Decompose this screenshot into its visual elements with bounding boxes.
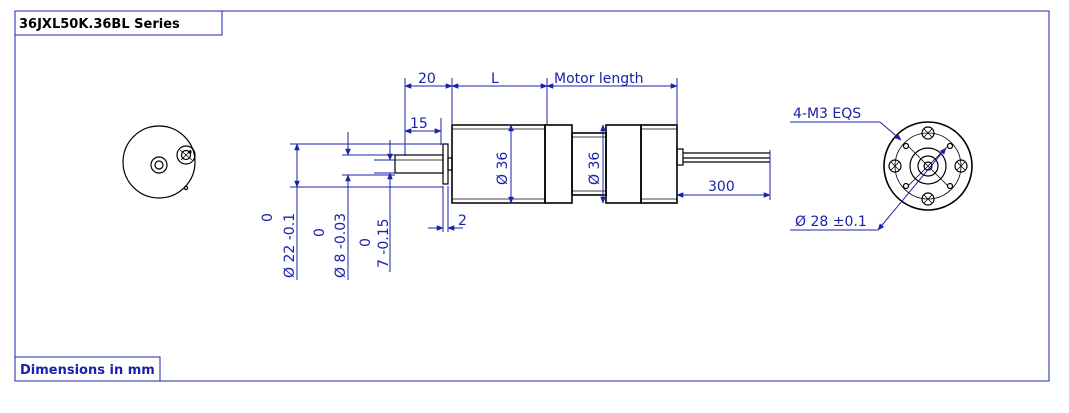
units-note: Dimensions in mm — [20, 363, 155, 378]
left-end-view — [122, 125, 196, 199]
right-end-view — [883, 121, 973, 211]
side-view-dimensions: 20 L Motor length 15 2 Ø 36 Ø 36 300 — [260, 71, 771, 280]
dim-gearbox-diameter: Ø 36 — [495, 152, 511, 185]
dim-flat: 7 -0.15 — [376, 218, 392, 268]
end-view-dimensions: 4-M3 EQS Ø 28 ±0.1 — [790, 106, 947, 231]
dim-lead-length: 300 — [708, 179, 735, 195]
dim-gearbox-length: L — [491, 71, 499, 87]
dim-shaft-tol-top: 0 — [312, 228, 328, 237]
footer-box — [14, 356, 161, 382]
dim-flange: 2 — [458, 213, 467, 229]
title-box — [14, 10, 223, 36]
dim-motor-diameter: Ø 36 — [587, 152, 603, 185]
dim-screw-callout: 4-M3 EQS — [793, 106, 861, 122]
dim-shaft-length: 15 — [410, 116, 428, 132]
drawing-frame — [14, 10, 1050, 382]
dim-motor-length: Motor length — [554, 71, 644, 87]
dim-boss-diameter: Ø 22 -0.1 — [282, 213, 298, 278]
dim-shaft-diameter: Ø 8 -0.03 — [333, 213, 349, 278]
dim-front-length: 20 — [418, 71, 436, 87]
dim-boss-tol-top: 0 — [260, 213, 276, 222]
dim-bolt-circle: Ø 28 ±0.1 — [795, 214, 867, 230]
drawing-title: 36JXL50K.36BL Series — [19, 17, 180, 32]
dim-flat-tol-top: 0 — [358, 238, 374, 247]
side-view-motor — [394, 124, 770, 204]
